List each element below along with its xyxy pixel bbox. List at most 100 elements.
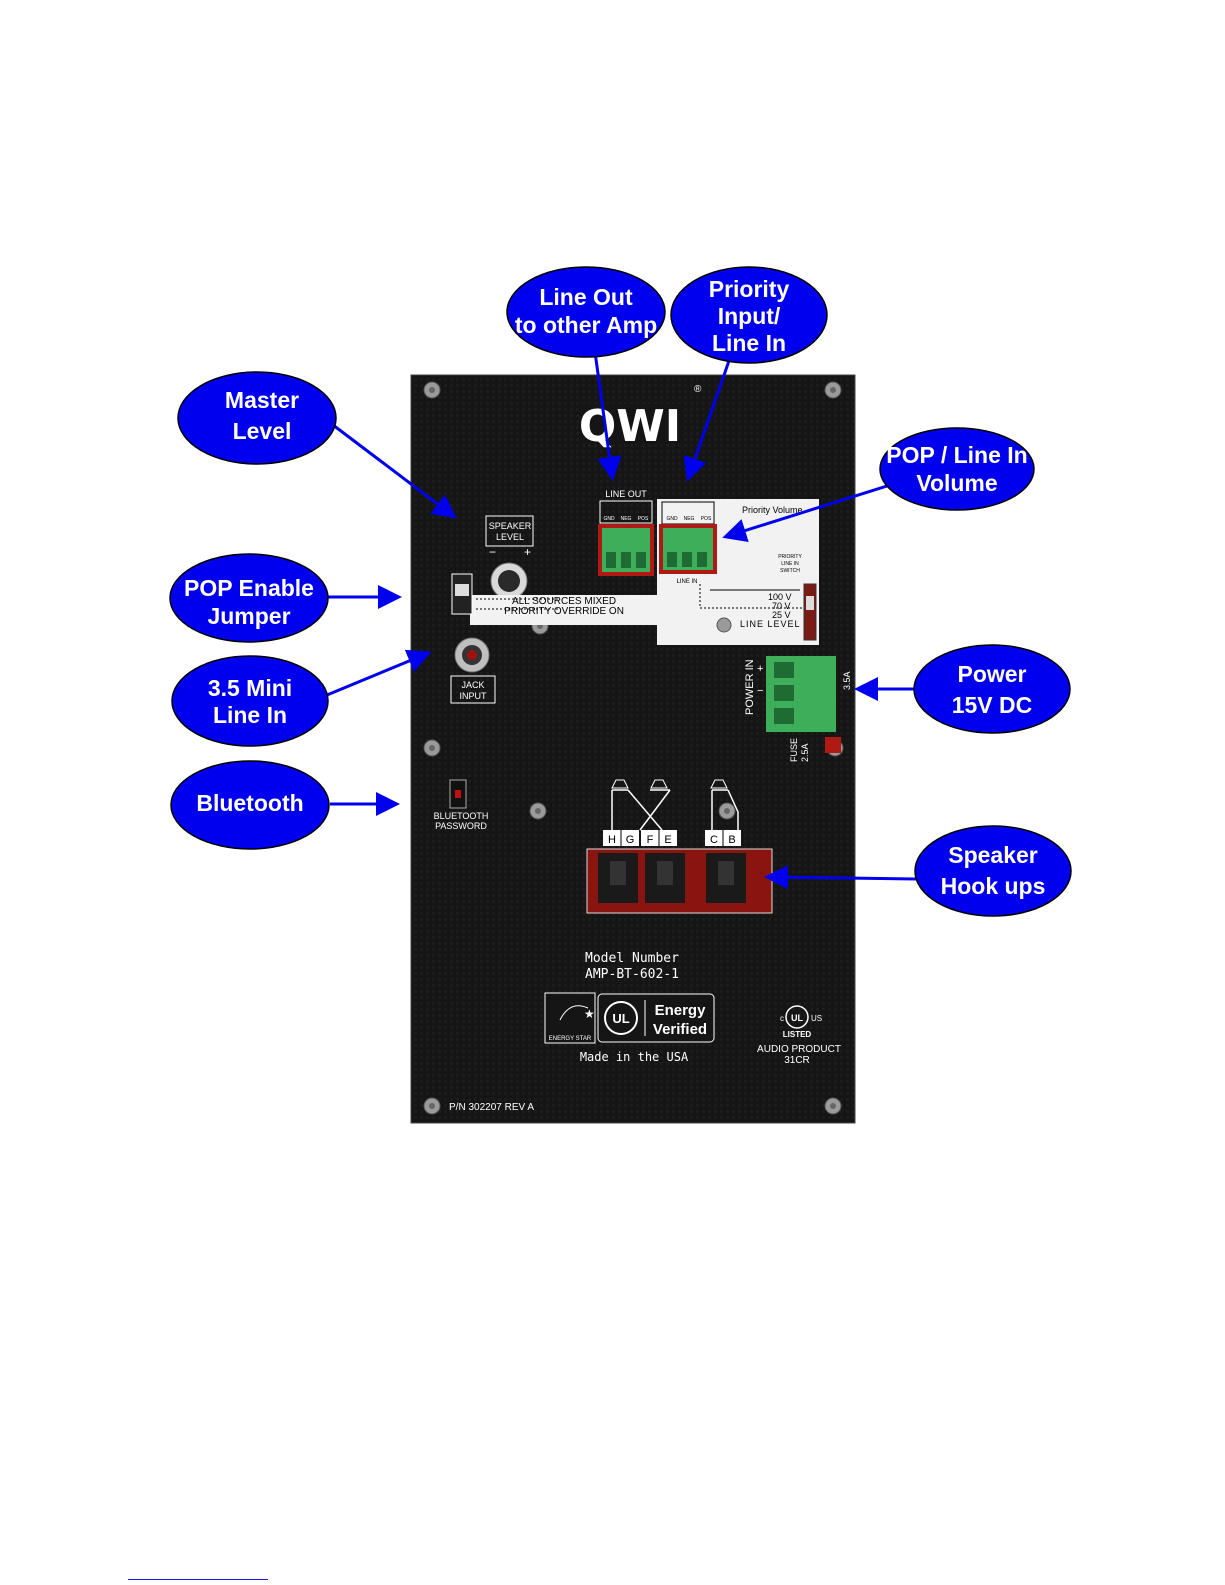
- callout-priority-input: Priority Input/ Line In: [670, 266, 828, 364]
- speaker-level-label-1: SPEAKER: [489, 521, 532, 531]
- callout-speaker-hookups: Speaker Hook ups: [914, 825, 1072, 917]
- power-in-label: POWER IN: [744, 659, 756, 715]
- callout-mini-text-1: 3.5 Mini: [208, 675, 292, 701]
- line-level-label: LINE LEVEL: [740, 619, 801, 629]
- line-in-pin-gnd: GND: [666, 516, 678, 522]
- bluetooth-password-label-1: BLUETOOTH: [434, 811, 489, 821]
- screw-speaker: [718, 802, 736, 820]
- svg-text:+: +: [524, 545, 531, 559]
- callout-master-text-2: Level: [233, 418, 292, 444]
- callout-power: Power 15V DC: [913, 644, 1071, 734]
- callout-pop-volume-text-1: POP / Line In: [886, 442, 1027, 468]
- terminal-h: H: [608, 834, 616, 846]
- made-in-usa: Made in the USA: [580, 1050, 689, 1064]
- brand-logo: QWI ®: [579, 384, 702, 452]
- part-number: P/N 302207 REV A: [449, 1102, 534, 1113]
- audio-product-label: AUDIO PRODUCT: [757, 1044, 841, 1055]
- screw-top-right: [824, 381, 842, 399]
- callout-power-text-1: Power: [957, 661, 1026, 687]
- ul-listed-logo: UL c US LISTED AUDIO PRODUCT 31CR: [757, 1005, 841, 1066]
- switch-level-100v: 100 V: [768, 592, 792, 602]
- jack-input-label-2: INPUT: [460, 691, 488, 701]
- callout-pop-volume-text-2: Volume: [916, 470, 997, 496]
- callout-speaker-text-1: Speaker: [948, 842, 1038, 868]
- ul-energy-verified-logo: UL Energy Verified: [597, 993, 715, 1043]
- jumper-priority-override-label: PRIORITY OVERRIDE ON: [504, 606, 624, 617]
- svg-text:+: +: [757, 663, 763, 675]
- arrow-speaker-hookups: [764, 865, 917, 890]
- terminal-f: F: [647, 834, 654, 846]
- switch-level-25v: 25 V: [772, 610, 791, 620]
- audio-product-code: 31CR: [784, 1055, 810, 1066]
- screw-bottom-right: [824, 1097, 842, 1115]
- amplifier-panel: QWI ® LINE OUT GND NEG POS Priority Volu…: [410, 374, 856, 1124]
- priority-switch-label-2: LINE IN: [781, 561, 799, 567]
- callouts: Line Out to other Amp Priority Input/ Li…: [169, 266, 1072, 917]
- priority-volume-label: Priority Volume: [742, 505, 803, 515]
- callout-pop-enable: POP Enable Jumper: [169, 553, 329, 643]
- fuse-label-2: 2.5A: [800, 743, 810, 762]
- bluetooth-password-label-2: PASSWORD: [435, 821, 487, 831]
- screw-center-bt: [529, 802, 547, 820]
- brand-logo-text: QWI: [579, 401, 681, 452]
- arrow-master-level: [332, 423, 457, 519]
- svg-text:−: −: [489, 545, 496, 559]
- energy-star-label: ENERGY STAR: [549, 1036, 592, 1042]
- energy-star-logo: ★ ENERGY STAR: [544, 992, 596, 1044]
- ul-verified-label: Verified: [653, 1021, 707, 1038]
- callout-mini-text-2: Line In: [213, 702, 287, 728]
- arrow-pop-volume: [722, 483, 891, 543]
- arrow-line-out: [593, 351, 622, 481]
- callout-pop-enable-text-2: Jumper: [207, 603, 290, 629]
- callout-line-out: Line Out to other Amp: [506, 266, 666, 358]
- mini-jack-input: JACK INPUT: [450, 637, 496, 704]
- arrow-mini-line-in: [326, 649, 432, 697]
- speaker-level-label-2: LEVEL: [496, 532, 524, 542]
- priority-switch-label-1: PRIORITY: [778, 554, 802, 560]
- callout-line-out-text-1: Line Out: [539, 284, 633, 310]
- model-number: AMP-BT-602-1: [585, 967, 679, 982]
- jack-input-label-1: JACK: [461, 680, 484, 690]
- line-out-pin-neg: NEG: [621, 516, 632, 522]
- line-in-pin-pos: POS: [701, 516, 712, 522]
- terminal-e: E: [664, 834, 671, 846]
- fuse-label-1: FUSE: [789, 738, 799, 762]
- priority-sticker: Priority Volume GND NEG POS LINE IN PRIO…: [657, 499, 819, 645]
- terminal-c: C: [710, 834, 718, 846]
- callout-priority-text-1: Priority: [709, 276, 790, 302]
- callout-pop-volume: POP / Line In Volume: [879, 427, 1035, 511]
- svg-text:UL: UL: [612, 1011, 629, 1026]
- footer-rule: [128, 1579, 268, 1580]
- screw-left-mid: [423, 739, 441, 757]
- model-label: Model Number: [585, 951, 679, 966]
- arrow-priority-input: [683, 354, 733, 482]
- switch-level-70v: 70 V: [772, 601, 791, 611]
- star-icon: ★: [584, 1007, 595, 1021]
- callout-mini-line-in: 3.5 Mini Line In: [171, 655, 329, 747]
- callout-power-text-2: 15V DC: [952, 692, 1033, 718]
- callout-priority-text-3: Line In: [712, 330, 786, 356]
- svg-text:c: c: [780, 1014, 784, 1023]
- line-in-pin-neg: NEG: [684, 516, 695, 522]
- line-out-connector: LINE OUT GND NEG POS: [598, 489, 654, 576]
- callout-speaker-text-2: Hook ups: [941, 873, 1046, 899]
- callout-pop-enable-text-1: POP Enable: [184, 575, 314, 601]
- svg-text:−: −: [757, 685, 763, 697]
- bluetooth-password-button: BLUETOOTH PASSWORD: [434, 779, 489, 831]
- callout-master-text-1: Master: [225, 387, 299, 413]
- callout-priority-text-2: Input/: [718, 303, 781, 329]
- callout-bluetooth: Bluetooth: [170, 760, 330, 850]
- callout-master-level: Master Level: [177, 371, 337, 465]
- line-out-pin-pos: POS: [638, 516, 649, 522]
- callout-line-out-text-2: to other Amp: [515, 312, 657, 338]
- line-in-label: LINE IN: [676, 579, 697, 585]
- speaker-terminals: H G F E C B: [586, 779, 773, 914]
- priority-switch-label-3: SWITCH: [780, 568, 800, 574]
- ul-listed-label: LISTED: [783, 1030, 812, 1039]
- fuse-side-label: 3.5A: [842, 671, 852, 690]
- line-out-label: LINE OUT: [605, 489, 647, 499]
- callout-bluetooth-text: Bluetooth: [196, 790, 303, 816]
- screw-bottom-left: [423, 1097, 441, 1115]
- power-connector: POWER IN + − FUSE 2.5A 3.5A: [744, 656, 852, 762]
